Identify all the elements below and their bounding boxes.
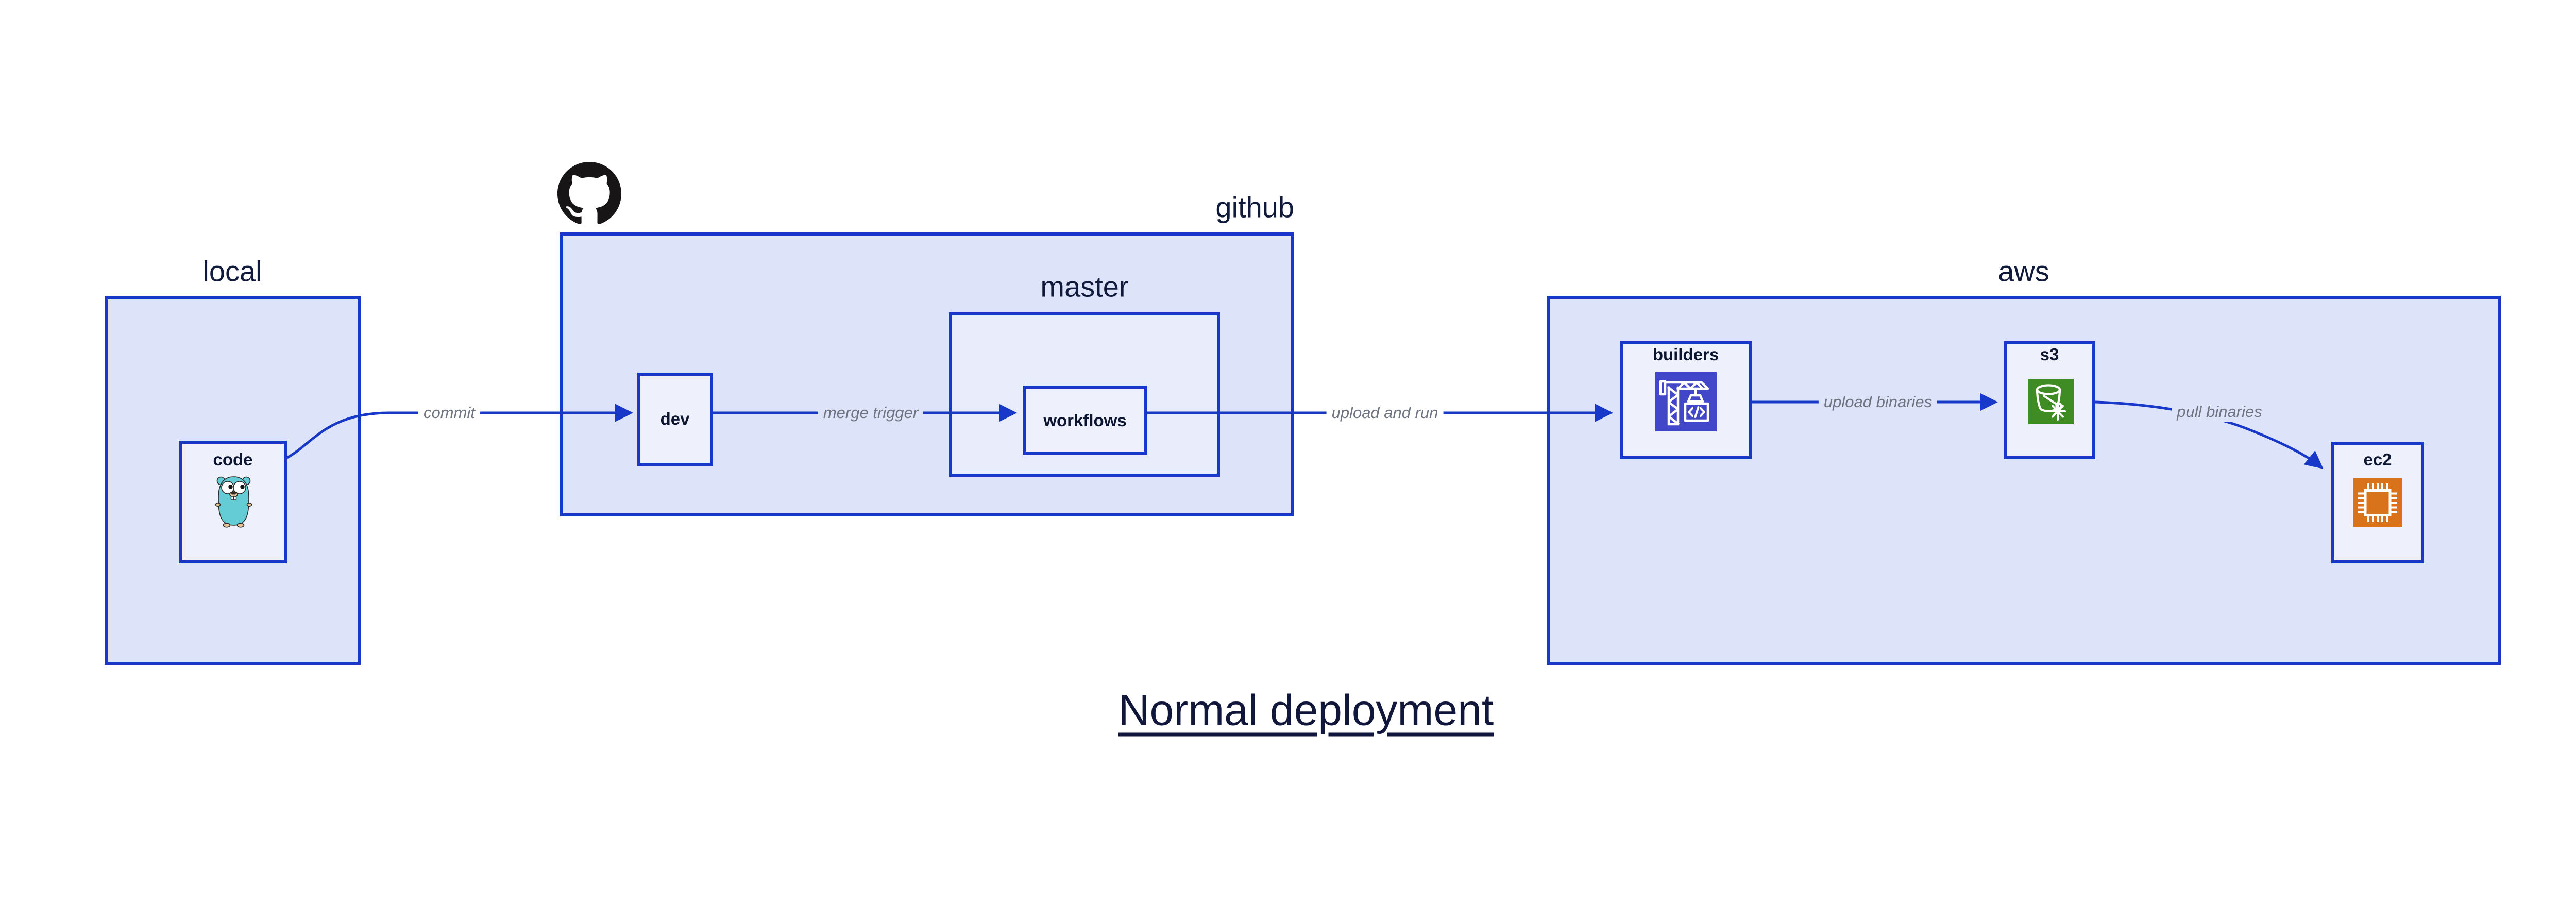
edge-label-merge-trigger: merge trigger [818,403,924,423]
section-label-github: github [1215,191,1294,224]
bucket-icon [2028,379,2074,424]
edge-label-upload-and-run: upload and run [1326,403,1444,423]
node-label-code: code [213,450,253,469]
node-label-ec2: ec2 [2363,450,2392,469]
node-dev [637,373,713,466]
section-label-local: local [202,255,262,288]
diagram-title: Normal deployment [1118,686,1494,734]
node-label-dev: dev [660,409,690,428]
node-label-s3: s3 [2040,345,2059,364]
crane-icon [1655,372,1717,431]
node-workflows [1023,386,1147,455]
go-gopher-icon [214,474,253,528]
section-label-aws: aws [1998,255,2049,288]
chip-icon [2353,478,2402,527]
edge-label-upload-binaries: upload binaries [1818,392,1938,412]
edge-label-pull-binaries: pull binaries [2172,402,2267,422]
github-octocat-icon [557,162,621,226]
edge-label-commit: commit [418,403,480,423]
node-builders [1620,341,1752,459]
node-label-workflows: workflows [1043,411,1127,430]
section-label-master: master [1040,270,1129,303]
node-label-builders: builders [1652,345,1719,364]
